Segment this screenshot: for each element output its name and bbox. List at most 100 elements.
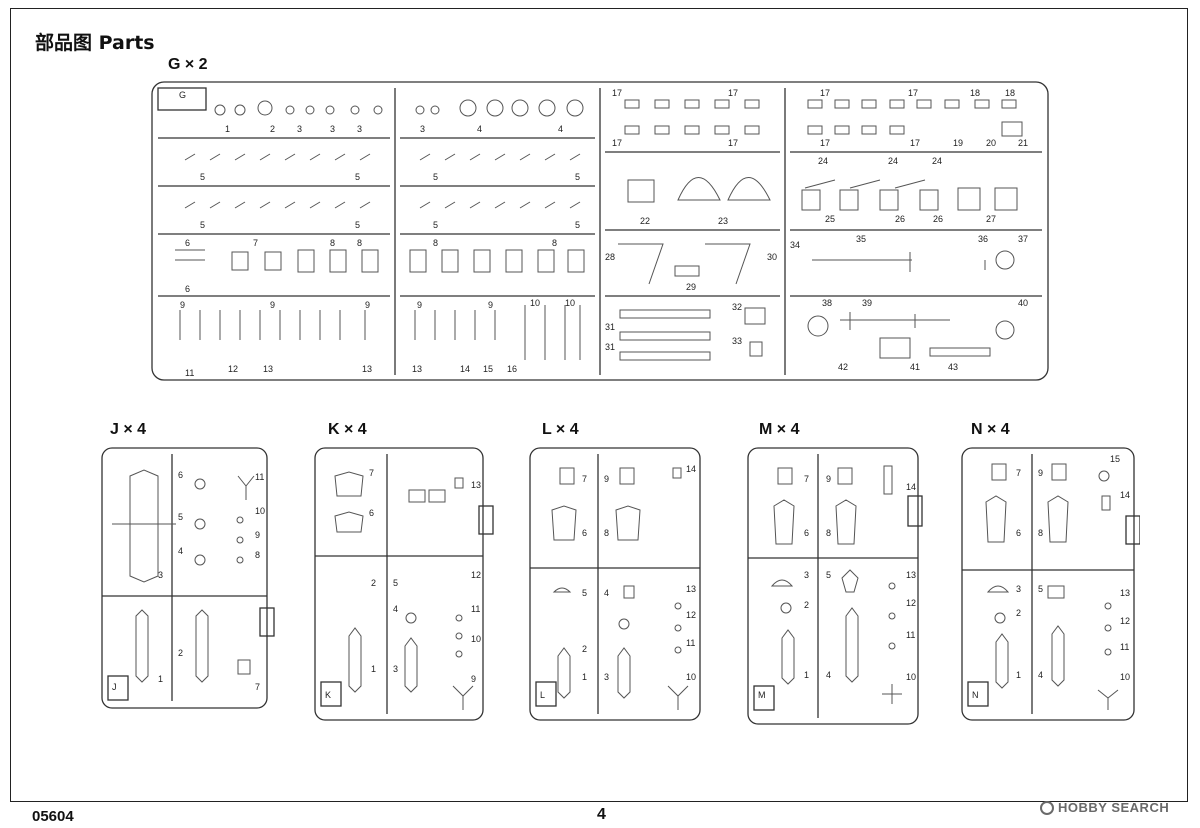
svg-text:12: 12 — [686, 610, 696, 620]
svg-text:10: 10 — [471, 634, 481, 644]
svg-text:8: 8 — [330, 238, 335, 248]
svg-text:8: 8 — [433, 238, 438, 248]
svg-text:9: 9 — [365, 300, 370, 310]
svg-text:4: 4 — [178, 546, 183, 556]
svg-text:5: 5 — [1038, 584, 1043, 594]
watermark: HOBBY SEARCH — [1040, 800, 1169, 815]
svg-text:2: 2 — [1016, 608, 1021, 618]
svg-text:18: 18 — [1005, 88, 1015, 98]
svg-text:1: 1 — [1016, 670, 1021, 680]
svg-text:19: 19 — [953, 138, 963, 148]
svg-text:1: 1 — [804, 670, 809, 680]
svg-text:11: 11 — [471, 604, 480, 614]
svg-text:11: 11 — [686, 638, 695, 648]
svg-text:9: 9 — [471, 674, 476, 684]
svg-text:28: 28 — [605, 252, 615, 262]
svg-text:14: 14 — [1120, 490, 1130, 500]
svg-text:24: 24 — [932, 156, 942, 166]
svg-text:24: 24 — [888, 156, 898, 166]
svg-text:3: 3 — [357, 124, 362, 134]
svg-text:9: 9 — [1038, 468, 1043, 478]
svg-text:7: 7 — [582, 474, 587, 484]
svg-text:43: 43 — [948, 362, 958, 372]
svg-text:26: 26 — [933, 214, 943, 224]
svg-text:9: 9 — [488, 300, 493, 310]
svg-text:6: 6 — [1016, 528, 1021, 538]
page-frame — [10, 8, 1188, 802]
svg-text:11: 11 — [255, 472, 264, 482]
svg-text:6: 6 — [804, 528, 809, 538]
svg-text:20: 20 — [986, 138, 996, 148]
svg-text:12: 12 — [906, 598, 916, 608]
svg-text:3: 3 — [420, 124, 425, 134]
svg-text:31: 31 — [605, 322, 615, 332]
sprue-j-label: J × 4 — [110, 421, 147, 438]
svg-text:8: 8 — [255, 550, 260, 560]
svg-text:5: 5 — [575, 172, 580, 182]
svg-text:8: 8 — [1038, 528, 1043, 538]
svg-text:11: 11 — [1120, 642, 1129, 652]
svg-text:17: 17 — [908, 88, 918, 98]
svg-text:N: N — [972, 690, 979, 700]
svg-text:4: 4 — [1038, 670, 1043, 680]
svg-text:3: 3 — [330, 124, 335, 134]
svg-text:16: 16 — [507, 364, 517, 374]
svg-text:3: 3 — [604, 672, 609, 682]
svg-text:6: 6 — [369, 508, 374, 518]
svg-text:17: 17 — [910, 138, 920, 148]
svg-text:1: 1 — [582, 672, 587, 682]
svg-text:4: 4 — [558, 124, 563, 134]
sprue-l-label: L × 4 — [542, 421, 579, 438]
svg-text:30: 30 — [767, 252, 777, 262]
svg-text:2: 2 — [804, 600, 809, 610]
svg-text:8: 8 — [552, 238, 557, 248]
svg-text:33: 33 — [732, 336, 742, 346]
svg-text:38: 38 — [822, 298, 832, 308]
svg-text:1: 1 — [371, 664, 376, 674]
svg-text:35: 35 — [856, 234, 866, 244]
svg-text:5: 5 — [575, 220, 580, 230]
svg-text:3: 3 — [158, 570, 163, 580]
svg-text:1: 1 — [158, 674, 163, 684]
svg-text:23: 23 — [718, 216, 728, 226]
svg-text:14: 14 — [906, 482, 916, 492]
svg-text:6: 6 — [178, 470, 183, 480]
sprue-m-label: M × 4 — [759, 421, 800, 438]
svg-text:34: 34 — [790, 240, 800, 250]
svg-text:3: 3 — [1016, 584, 1021, 594]
svg-text:9: 9 — [255, 530, 260, 540]
svg-text:14: 14 — [686, 464, 696, 474]
svg-text:10: 10 — [255, 506, 265, 516]
svg-text:17: 17 — [728, 138, 738, 148]
sprue-g-label: G × 2 — [168, 56, 208, 73]
svg-text:6: 6 — [582, 528, 587, 538]
svg-text:5: 5 — [200, 172, 205, 182]
svg-text:4: 4 — [826, 670, 831, 680]
svg-text:8: 8 — [357, 238, 362, 248]
svg-text:12: 12 — [228, 364, 238, 374]
svg-text:17: 17 — [820, 138, 830, 148]
svg-text:32: 32 — [732, 302, 742, 312]
page-number: 4 — [597, 806, 606, 823]
svg-text:5: 5 — [393, 578, 398, 588]
svg-text:10: 10 — [530, 298, 540, 308]
svg-text:3: 3 — [297, 124, 302, 134]
svg-text:21: 21 — [1018, 138, 1028, 148]
svg-text:9: 9 — [604, 474, 609, 484]
svg-text:6: 6 — [185, 284, 190, 294]
svg-text:3: 3 — [804, 570, 809, 580]
svg-text:5: 5 — [826, 570, 831, 580]
svg-text:14: 14 — [460, 364, 470, 374]
svg-text:2: 2 — [178, 648, 183, 658]
svg-text:15: 15 — [1110, 454, 1120, 464]
svg-text:12: 12 — [1120, 616, 1130, 626]
svg-text:2: 2 — [371, 578, 376, 588]
svg-text:5: 5 — [433, 172, 438, 182]
svg-text:10: 10 — [686, 672, 696, 682]
svg-text:12: 12 — [471, 570, 481, 580]
svg-text:9: 9 — [826, 474, 831, 484]
